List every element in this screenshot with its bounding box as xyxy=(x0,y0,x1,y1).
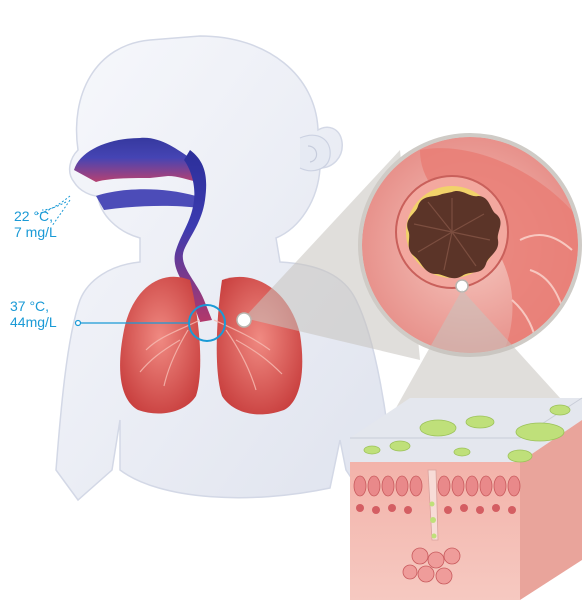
alveolar-humidity: 44mg/L xyxy=(10,314,57,330)
callout-origin-dot xyxy=(237,313,251,327)
alveolar-leader-dot xyxy=(76,321,81,326)
inhaled-humidity: 7 mg/L xyxy=(14,224,57,240)
alveolar-temperature: 37 °C, xyxy=(10,298,57,314)
inhaled-temperature: 22 °C, xyxy=(14,208,57,224)
epithelium-tissue-block-icon xyxy=(350,398,582,600)
inhaled-air-label: 22 °C, 7 mg/L xyxy=(14,208,57,240)
alveolar-air-label: 37 °C, 44mg/L xyxy=(10,298,57,330)
